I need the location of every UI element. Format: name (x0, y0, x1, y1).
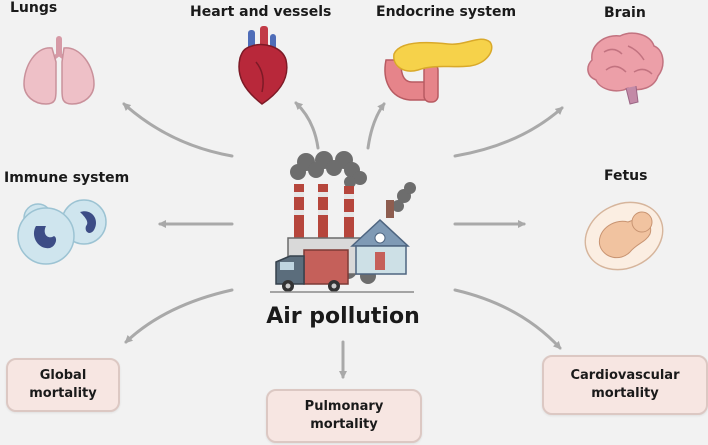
global-mortality-box: Global mortality (6, 358, 120, 412)
arrow-to-heart (294, 101, 320, 150)
factory-scene-icon (270, 151, 416, 293)
cardiovascular-mortality-line1: Cardiovascular (570, 368, 680, 384)
pulmonary-mortality-line2: mortality (310, 417, 378, 432)
lungs-icon (23, 36, 95, 105)
cardiovascular-mortality-box: Cardiovascular mortality (542, 355, 708, 415)
fetus-icon (584, 201, 664, 271)
brain-icon (587, 32, 664, 105)
endocrine-icon (384, 38, 493, 103)
arrow-to-global (124, 288, 234, 344)
arrow-to-lungs (122, 102, 234, 158)
arrows (122, 101, 564, 379)
immune-cells-icon (17, 199, 107, 265)
pulmonary-mortality-box: Pulmonary mortality (266, 389, 422, 443)
brain-label: Brain (604, 5, 646, 21)
air-pollution-title: Air pollution (266, 304, 420, 329)
heart-icon (238, 26, 288, 105)
global-mortality-line2: mortality (29, 386, 97, 401)
endocrine-system-label: Endocrine system (376, 4, 517, 20)
arrow-to-endocrine (366, 102, 386, 150)
immune-system-label: Immune system (4, 170, 130, 186)
arrow-to-cardio (453, 288, 562, 350)
pulmonary-mortality-line1: Pulmonary (304, 399, 384, 415)
heart-vessels-label: Heart and vessels (190, 4, 332, 20)
arrow-to-brain (453, 106, 564, 158)
fetus-label: Fetus (604, 168, 648, 184)
global-mortality-line1: Global (39, 368, 87, 384)
cardiovascular-mortality-line2: mortality (591, 386, 659, 401)
lungs-label: Lungs (10, 0, 58, 16)
